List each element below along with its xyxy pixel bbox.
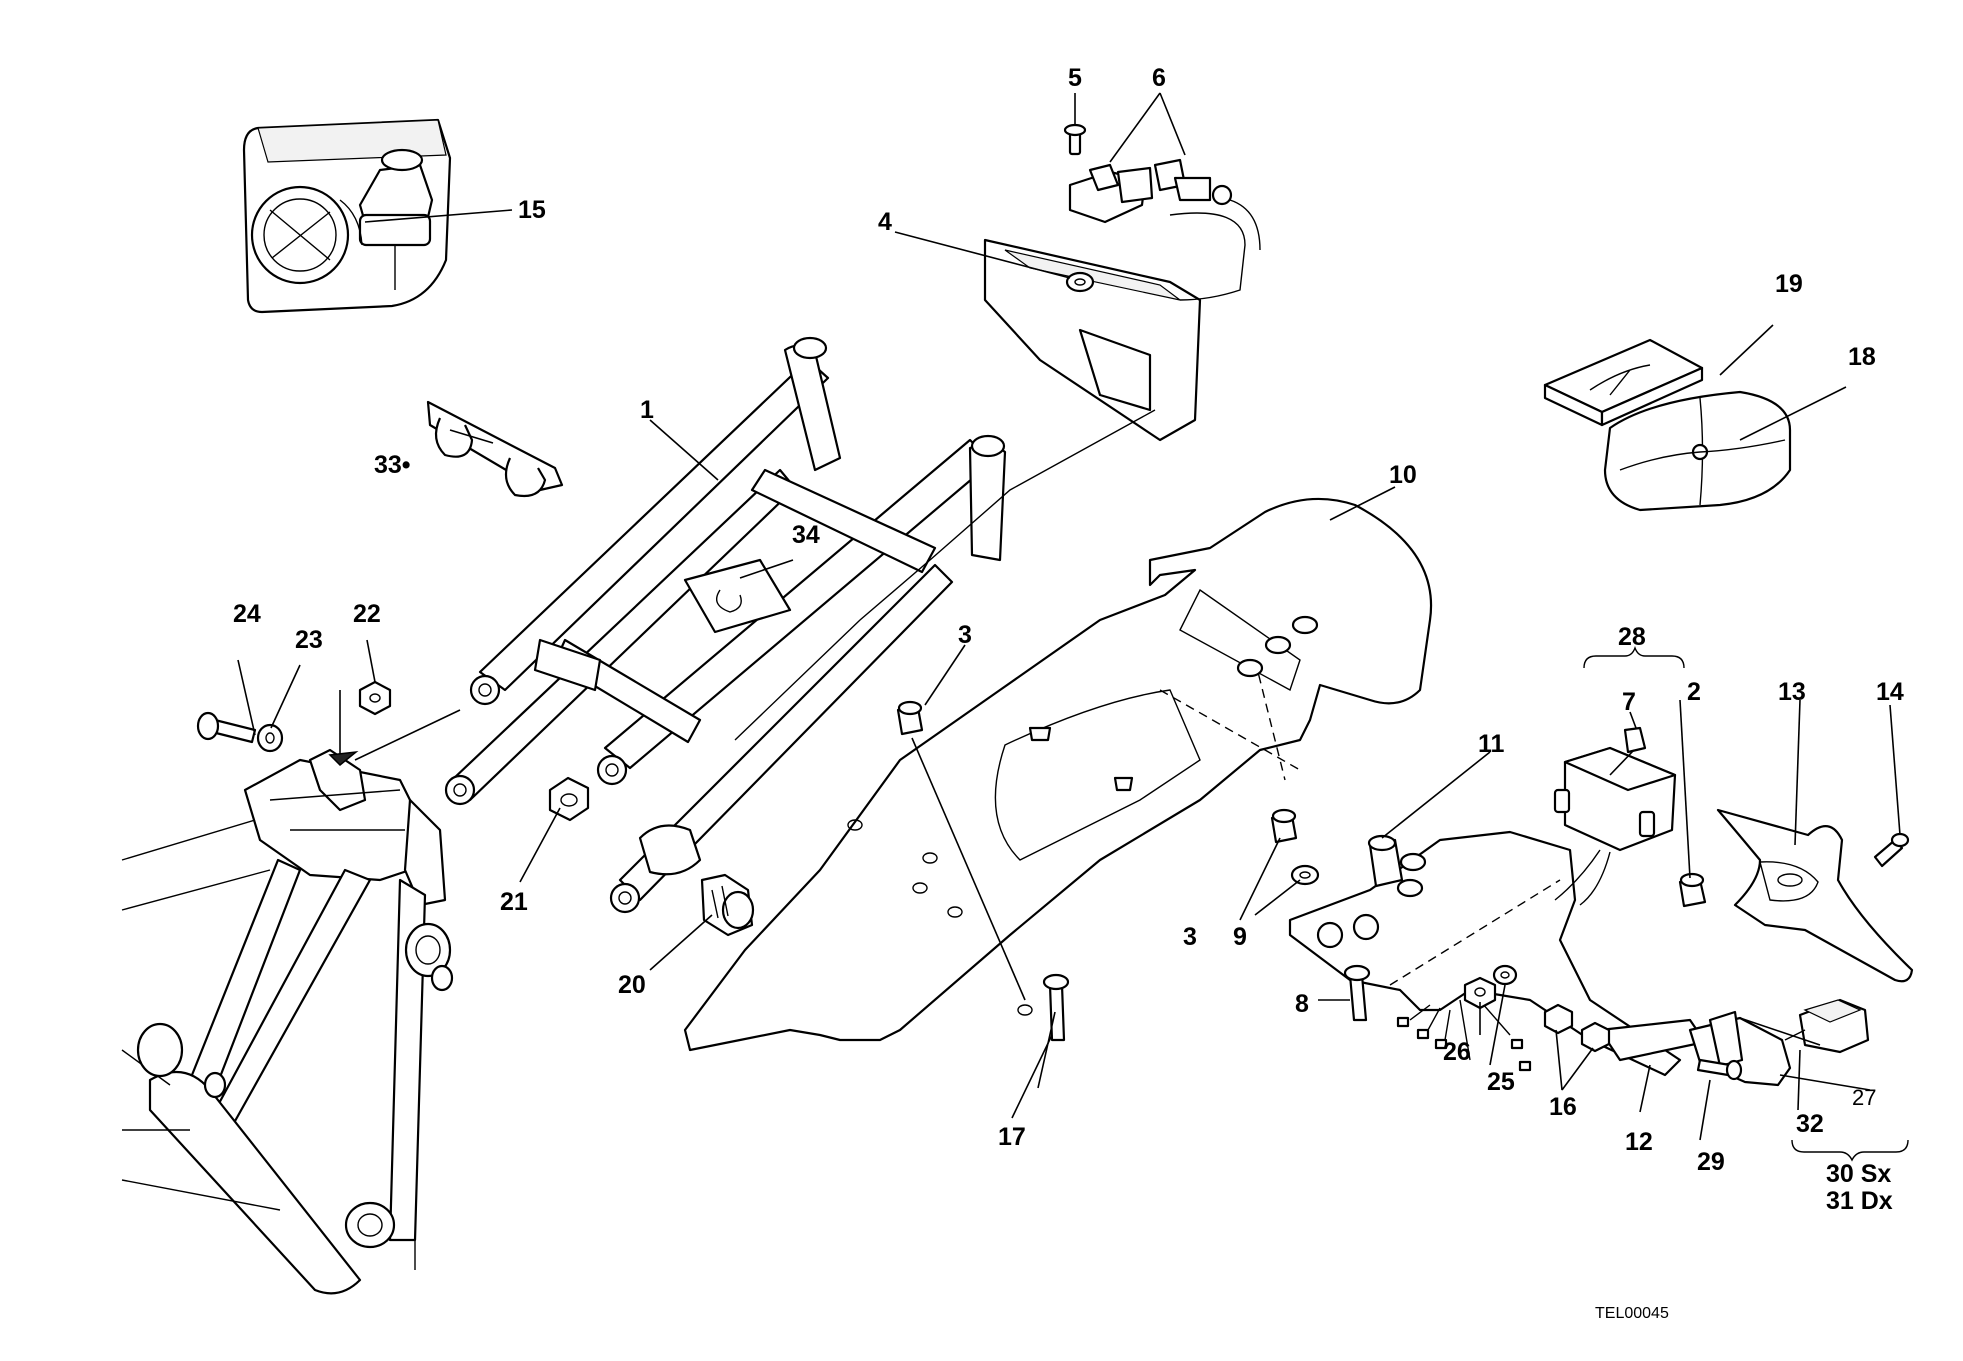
part-29-screw <box>1696 1058 1743 1081</box>
label-34: 34 <box>792 521 820 549</box>
part-18-tool-bag <box>1603 390 1792 512</box>
label-28: 28 <box>1618 623 1646 651</box>
label-11: 11 <box>1478 730 1505 758</box>
label-27: 27 <box>1852 1085 1876 1110</box>
part-6-seat-lock <box>1063 123 1261 293</box>
label-31: 31 Dx <box>1826 1187 1893 1215</box>
label-17: 17 <box>998 1123 1026 1151</box>
label-32: 32 <box>1796 1110 1824 1138</box>
label-22: 22 <box>353 600 381 628</box>
label-12: 12 <box>1625 1128 1653 1156</box>
drawing-reference-code: TEL00045 <box>1595 1305 1669 1322</box>
part-3-grommet-left <box>896 700 924 736</box>
part-16-nuts <box>1543 1003 1611 1053</box>
part-25-washer <box>1492 964 1518 986</box>
label-3-right: 3 <box>1183 923 1197 951</box>
label-1: 1 <box>640 396 654 424</box>
part-14-screw <box>1873 832 1910 868</box>
label-13: 13 <box>1778 678 1806 706</box>
part-22-nut <box>358 680 392 716</box>
label-3-left: 3 <box>958 621 972 649</box>
leader-lines <box>237 92 1909 1162</box>
label-24: 24 <box>233 600 261 628</box>
label-33: 33• <box>374 451 411 479</box>
label-7: 7 <box>1622 688 1636 716</box>
label-16: 16 <box>1549 1093 1577 1121</box>
part-11-damper <box>1367 834 1404 888</box>
part-33-bracket <box>426 400 564 498</box>
part-13-plate-holder <box>1716 808 1914 983</box>
part-9-washer <box>1290 864 1320 886</box>
part-28-relay-box <box>1553 726 1677 906</box>
label-4: 4 <box>878 208 892 236</box>
part-20-pivot-bush <box>700 873 755 937</box>
label-15: 15 <box>518 196 546 224</box>
part-24-bolt <box>196 711 257 744</box>
label-26: 26 <box>1443 1038 1471 1066</box>
part-labels: 1 2 3 3 4 5 6 7 8 9 10 11 12 13 14 15 16… <box>233 64 1904 1322</box>
label-25: 25 <box>1487 1068 1515 1096</box>
label-8: 8 <box>1295 990 1309 1018</box>
part-1-rear-subframe <box>444 212 1246 914</box>
part-21-nut <box>548 776 590 822</box>
label-23: 23 <box>295 626 323 654</box>
part-10-undertray <box>683 497 1433 1052</box>
part-34-decal <box>683 558 792 634</box>
label-10: 10 <box>1389 461 1417 489</box>
label-30: 30 Sx <box>1826 1160 1891 1188</box>
seat-lock-inset <box>242 118 452 314</box>
part-12-rear-bracket <box>1288 830 1707 1077</box>
part-17-screw <box>1042 973 1070 1042</box>
label-14: 14 <box>1876 678 1904 706</box>
part-19-manual <box>1543 338 1704 427</box>
part-23-washer <box>256 723 284 753</box>
part-8-screw <box>1343 964 1371 1022</box>
part-26-nut <box>1463 976 1497 1010</box>
part-3-grommet-right <box>1270 808 1298 844</box>
label-2: 2 <box>1687 678 1701 706</box>
label-20: 20 <box>618 971 646 999</box>
label-9: 9 <box>1233 923 1247 951</box>
label-5: 5 <box>1068 64 1082 92</box>
label-18: 18 <box>1848 343 1876 371</box>
label-21: 21 <box>500 888 528 916</box>
label-19: 19 <box>1775 270 1803 298</box>
label-29: 29 <box>1697 1148 1725 1176</box>
label-6: 6 <box>1152 64 1166 92</box>
part-2-bush <box>1678 872 1707 908</box>
main-frame-partial <box>121 690 461 1295</box>
